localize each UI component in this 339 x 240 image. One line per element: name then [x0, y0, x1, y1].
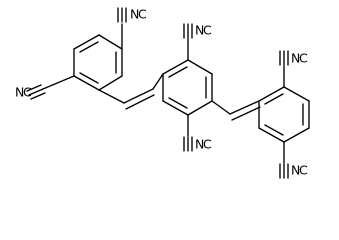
nitrile-label-center-top-c: C — [203, 23, 212, 38]
nitrile-label-top-left: N — [130, 7, 139, 22]
nitrile-label-center-bottom: N — [195, 137, 204, 152]
nitrile-label-right-bottom: N — [291, 163, 300, 178]
molecule-canvas: N C N C N C N C N C N C — [15, 6, 310, 179]
nitrile-label-right-bottom-c: C — [299, 163, 308, 178]
left-substituents — [42, 23, 155, 110]
molecule-diagram: N C N C N C N C N C N C — [15, 7, 310, 179]
right-aromatic-ring — [258, 86, 310, 143]
nitrile-groups — [26, 7, 289, 179]
center-substituents — [152, 38, 261, 137]
nitrile-label-left: N — [15, 85, 24, 100]
nitrile-label-center-top: N — [195, 23, 204, 38]
nitrile-label-left-c: C — [23, 85, 32, 100]
nitrile-label-top-left-c: C — [138, 7, 147, 22]
atom-labels: N C N C N C N C N C N C — [15, 7, 308, 178]
left-aromatic-ring — [73, 34, 123, 91]
nitrile-label-right-top-c: C — [299, 51, 308, 66]
nitrile-label-right-top: N — [291, 51, 300, 66]
nitrile-label-center-bottom-c: C — [203, 137, 212, 152]
center-aromatic-ring — [162, 59, 213, 116]
